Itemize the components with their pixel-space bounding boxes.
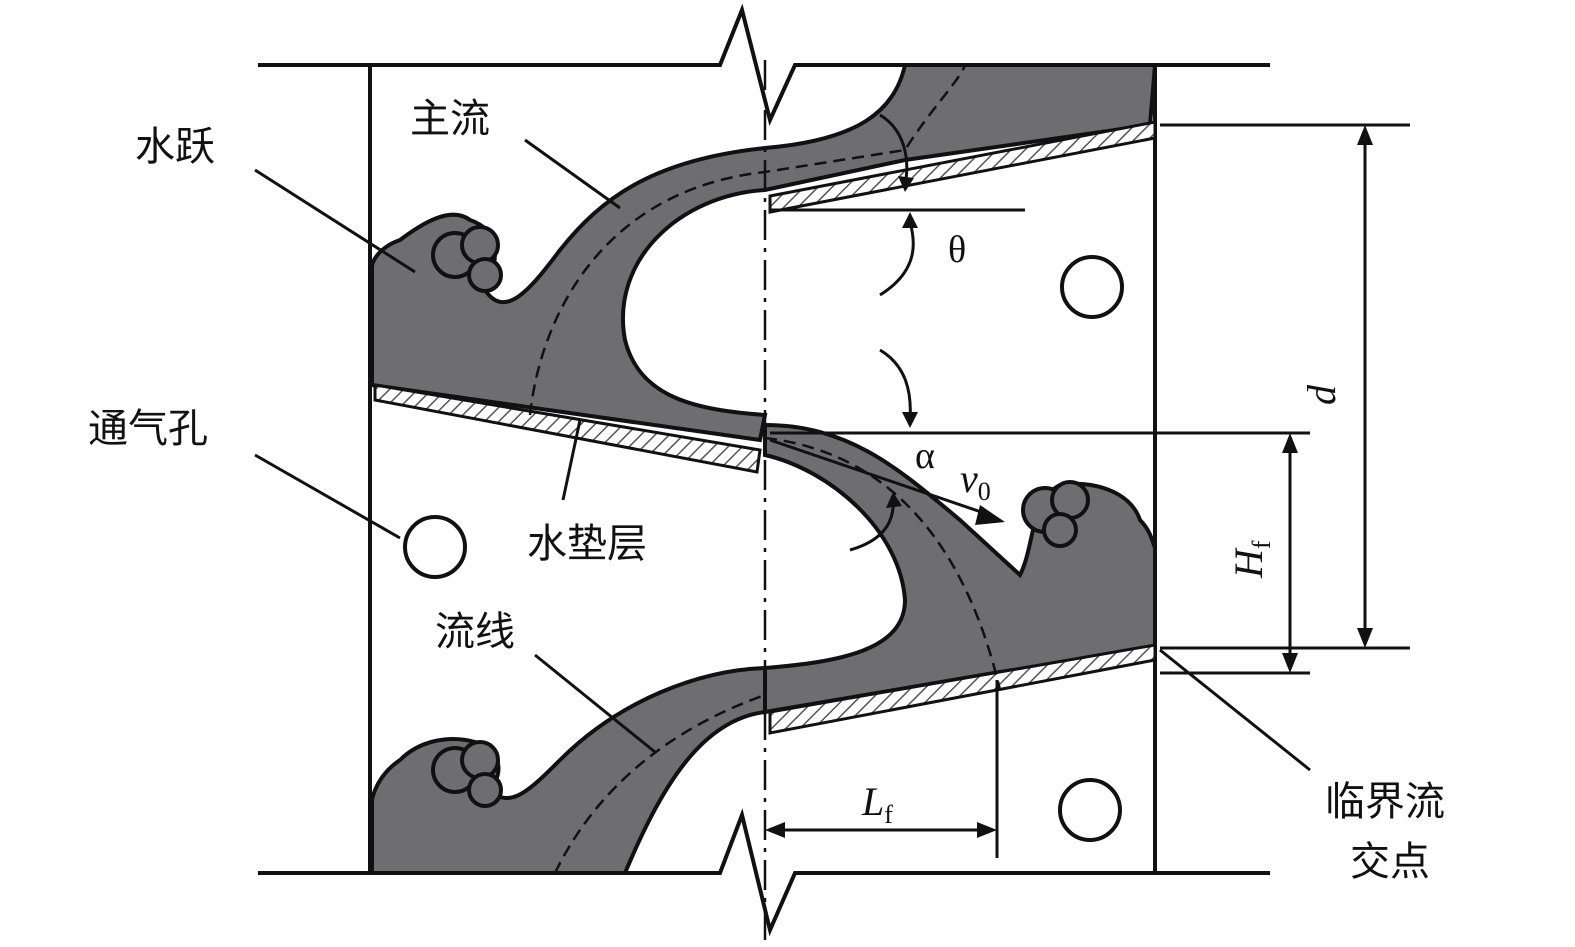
vent-holes xyxy=(403,255,1124,842)
lower-flow-water xyxy=(370,665,767,875)
symbol-alpha: α xyxy=(915,435,935,477)
upper-flow-water xyxy=(370,63,1158,443)
symbol-v0: v0 xyxy=(960,456,991,506)
symbol-d: d xyxy=(1299,384,1344,405)
label-critical-point-2: 交点 xyxy=(1350,839,1430,885)
dimension-lines xyxy=(254,113,1410,858)
hydraulic-jump-foam xyxy=(431,225,1090,808)
symbol-Lf: Lf xyxy=(861,779,893,829)
label-streamline: 流线 xyxy=(435,609,515,655)
middle-plate xyxy=(373,383,762,474)
lower-plate xyxy=(768,643,1157,735)
label-hydraulic-jump: 水跃 xyxy=(135,124,215,170)
streamlines xyxy=(528,64,1002,874)
label-main-flow: 主流 xyxy=(410,96,490,142)
walls xyxy=(258,3,1270,937)
arrowheads xyxy=(765,125,1373,838)
symbol-Hf: Hf xyxy=(1226,540,1276,579)
label-water-cushion: 水垫层 xyxy=(527,521,647,567)
label-vent-hole: 通气孔 xyxy=(88,406,208,452)
label-critical-point-1: 临界流 xyxy=(1325,779,1445,825)
symbol-theta: θ xyxy=(948,229,966,271)
upper-plate xyxy=(768,120,1157,214)
